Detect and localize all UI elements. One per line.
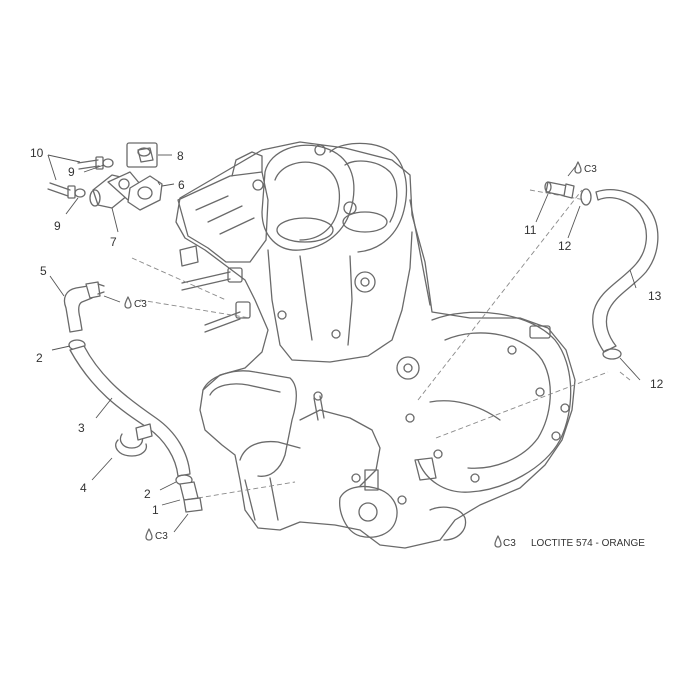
callout-10: 10 [30,146,44,160]
callout-9-upper: 9 [68,165,75,179]
callout-5: 5 [40,264,47,278]
hose-part-13 [592,189,659,353]
breather-cover-parts [47,142,163,211]
callout-12-upper: 12 [558,239,572,253]
sealant-drop-icon [574,161,582,174]
sealant-code-label: C3 [584,164,597,175]
clamp-part-12-bottom [602,348,622,360]
washer-part-9b [74,188,86,198]
callout-9-lower: 9 [54,219,61,233]
assembly-guide-lines [131,189,631,499]
callout-12-lower: 12 [650,377,664,391]
sealant-mark-top-right: C3 [574,161,597,175]
right-breather-hose-parts [544,181,659,360]
sealant-mark-left-fitting: C3 [124,296,147,310]
plug-part-8 [126,142,158,168]
sealant-drop-icon [145,528,153,541]
gasket-part-6 [127,175,163,211]
clamp-part-12-top [580,188,592,206]
sealant-drop-icon [124,296,132,309]
callout-3: 3 [78,421,85,435]
screw-part-10b [47,182,76,199]
washer-part-9a [102,158,114,168]
callout-4: 4 [80,481,87,495]
sealant-legend: C3 LOCTITE 574 - ORANGE [494,535,645,549]
fitting-part-11 [544,181,575,199]
elbow-fitting-part-5 [63,281,105,333]
callout-1: 1 [152,503,159,517]
clip-part-4 [115,423,153,457]
sealant-drop-icon [494,535,502,548]
nipple-part-1 [179,481,203,513]
callout-13: 13 [648,289,662,303]
screw-part-10 [77,156,104,170]
callout-11: 11 [524,223,537,237]
sealant-code-label: C3 [134,299,147,310]
callout-6: 6 [178,178,185,192]
callout-2-lower: 2 [144,487,151,501]
legend-code: C3 [503,538,516,549]
callout-7: 7 [110,235,117,249]
callout-numbers: 10 9 9 7 6 8 5 2 3 4 2 1 11 12 13 12 [30,146,664,517]
callout-2-upper: 2 [36,351,43,365]
callout-8: 8 [177,149,184,163]
leader-lines [47,154,641,533]
left-breather-hose-parts [63,281,203,513]
sealant-code-label: C3 [155,531,168,542]
engine-block [175,141,576,549]
legend-text: LOCTITE 574 - ORANGE [531,538,645,549]
hose-part-3 [69,345,191,477]
sealant-mark-bottom-left: C3 [145,528,168,542]
